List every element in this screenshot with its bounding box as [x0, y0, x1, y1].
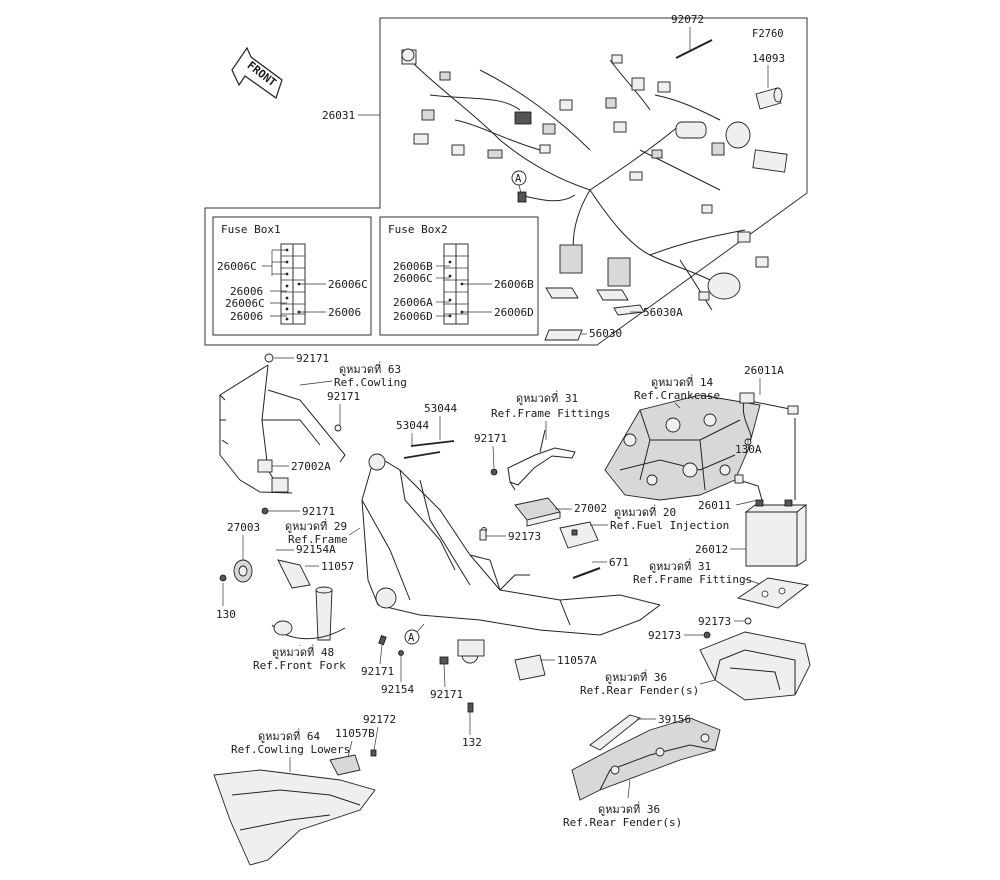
fuse-box-1-left-3: 26006C [225, 297, 265, 310]
main-frame-drawing [361, 453, 661, 713]
fuse-box-2-panel: Fuse Box2 26006B 26006C 26006A 26006D 26… [379, 216, 539, 336]
fuse-box-1-panel: Fuse Box1 26006C 26006 26006C 26006 2600… [212, 216, 372, 336]
part-26011a: 26011A [744, 364, 784, 377]
part-92173-b: 92173 [698, 615, 731, 628]
fuse-box-2-right-2: 26006D [494, 306, 534, 319]
battery-plate-drawing [736, 577, 810, 609]
ref-frame-fittings-b-en: Ref.Frame Fittings [633, 573, 752, 586]
part-130: 130 [216, 608, 236, 621]
fuse-box-2-right-1: 26006B [494, 278, 534, 291]
part-27002a: 27002A [291, 460, 331, 473]
part-130a: 130A [735, 443, 762, 456]
part-56030: 56030 [589, 327, 622, 340]
ecu-drawing [514, 497, 599, 549]
part-92171-a: 92171 [296, 352, 329, 365]
ref-crankcase-en: Ref.Crankcase [634, 389, 720, 402]
part-14093: 14093 [752, 52, 785, 65]
part-56030a: 56030A [643, 306, 683, 319]
callout-a-label: A [408, 632, 415, 644]
fuse-box-2-left-4: 26006D [393, 310, 433, 323]
part-92171-f: 92171 [430, 688, 463, 701]
cowling-lower-drawing [213, 749, 377, 866]
ref-front-fork-en: Ref.Front Fork [253, 659, 346, 672]
part-39156: 39156 [658, 713, 691, 726]
part-92173-c: 92173 [648, 629, 681, 642]
part-53044-b: 53044 [396, 419, 429, 432]
fuse-box-2-left-3: 26006A [393, 296, 433, 309]
fuse-box-2-left-1: 26006B [393, 260, 433, 273]
frame-fittings-bracket-drawing [490, 429, 576, 491]
ref-cowling-lowers-en: Ref.Cowling Lowers [231, 743, 350, 756]
ref-front-fork-th: ดูหมวดที่ 48 [272, 644, 334, 659]
ref-crankcase-th: ดูหมวดที่ 14 [651, 374, 713, 389]
part-92154a: 92154A [296, 543, 336, 556]
ref-rear-fender-b-en: Ref.Rear Fender(s) [563, 816, 682, 829]
ref-rear-fender-a-en: Ref.Rear Fender(s) [580, 684, 699, 697]
ref-rear-fender-a-th: ดูหมวดที่ 36 [605, 669, 667, 684]
ref-frame-fittings-a-th: ดูหมวดที่ 31 [516, 390, 578, 405]
rear-undertray-drawing [571, 714, 721, 801]
ref-fuel-injection-en: Ref.Fuel Injection [610, 519, 729, 532]
ref-frame-fittings-b-th: ดูหมวดที่ 31 [649, 558, 711, 573]
callout-a-upper: A [511, 170, 527, 194]
part-26031: 26031 [322, 109, 355, 122]
fuse-box-2-title: Fuse Box2 [388, 223, 448, 236]
main-harness-drawing [401, 39, 788, 341]
fuse-box-1-left-4: 26006 [230, 310, 263, 323]
part-671: 671 [609, 556, 629, 569]
ref-frame-fittings-a-en: Ref.Frame Fittings [491, 407, 610, 420]
part-26012: 26012 [695, 543, 728, 556]
ref-frame-en: Ref.Frame [288, 533, 348, 546]
battery-drawing [734, 418, 808, 567]
fuse-box-2-left-2: 26006C [393, 272, 433, 285]
callout-a-label: A [515, 173, 522, 185]
front-arrow-icon: FRONT [231, 46, 283, 99]
part-27003: 27003 [227, 521, 260, 534]
callout-a-lower: A [404, 623, 425, 645]
ref-fuel-injection-th: ดูหมวดที่ 20 [614, 504, 676, 519]
rear-tray-drawing [699, 617, 811, 701]
ref-cowling-th: ดูหมวดที่ 63 [339, 361, 401, 376]
part-92171-d: 92171 [474, 432, 507, 445]
part-92171-c: 92171 [302, 505, 335, 518]
part-27002: 27002 [574, 502, 607, 515]
horn-fork-drawing [219, 559, 346, 641]
crankcase-drawing [604, 392, 799, 501]
fuse-box-1-title: Fuse Box1 [221, 223, 281, 236]
part-11057b: 11057B [335, 727, 375, 740]
part-26011: 26011 [698, 499, 731, 512]
ref-rear-fender-b-th: ดูหมวดที่ 36 [598, 801, 660, 816]
fuse-box-1-left-2: 26006 [230, 285, 263, 298]
part-92154: 92154 [381, 683, 414, 696]
ref-cowling-en: Ref.Cowling [334, 376, 407, 389]
part-11057a: 11057A [557, 654, 597, 667]
figure-id: F2760 [752, 28, 784, 40]
part-53044-a: 53044 [424, 402, 457, 415]
part-92172: 92172 [363, 713, 396, 726]
ref-frame-th: ดูหมวดที่ 29 [285, 518, 347, 533]
ref-cowling-lowers-th: ดูหมวดที่ 64 [258, 728, 320, 743]
fuse-box-1-left-1: 26006C [217, 260, 257, 273]
part-92171-b: 92171 [327, 390, 360, 403]
cowling-bracket-drawing [219, 353, 346, 515]
fuse-box-1-right-2: 26006 [328, 306, 361, 319]
fuse-box-1-right-1: 26006C [328, 278, 368, 291]
part-92173-a: 92173 [508, 530, 541, 543]
part-92072: 92072 [671, 13, 704, 26]
harness-group-frame [204, 17, 808, 346]
part-132: 132 [462, 736, 482, 749]
part-11057: 11057 [321, 560, 354, 573]
part-92171-e: 92171 [361, 665, 394, 678]
